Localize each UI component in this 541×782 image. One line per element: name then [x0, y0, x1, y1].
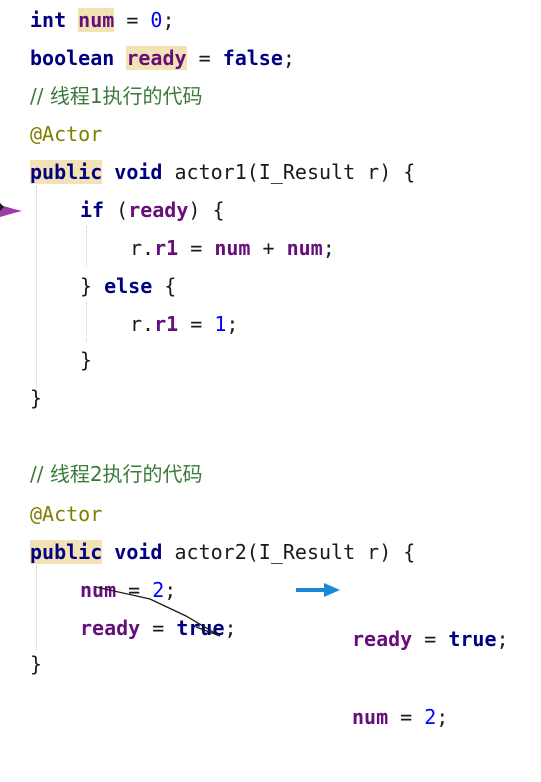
number-literal: 2: [152, 578, 165, 602]
method-signature: public void actor1(I_Result r) {: [30, 158, 415, 186]
code-comment: // 线程1执行的代码: [30, 82, 203, 110]
annotation: @Actor: [30, 120, 102, 148]
brace: }: [80, 348, 93, 372]
comment-text: // 线程1执行的代码: [30, 84, 203, 108]
annotation-text: @Actor: [30, 122, 103, 146]
keyword: if: [80, 198, 105, 222]
keyword: else: [104, 274, 153, 298]
number-literal: 1: [214, 312, 227, 336]
indent-guide: [36, 566, 37, 650]
keyword: boolean: [30, 46, 115, 70]
receiver: r.: [130, 312, 155, 336]
operator: =: [388, 705, 425, 729]
field-name: r1: [154, 236, 179, 260]
keyword: void: [114, 540, 163, 564]
keyword: public: [30, 160, 103, 184]
right-arrow-icon: [0, 203, 22, 217]
code-editor: int num = 0; boolean ready = false; // 线…: [0, 6, 509, 729]
semicolon: ;: [224, 616, 237, 640]
note-line: num = 2;: [352, 704, 509, 730]
number-literal: 0: [150, 8, 163, 32]
keyword: public: [30, 540, 103, 564]
operator: =: [116, 578, 153, 602]
signature-text: actor2(I_Result r) {: [174, 540, 416, 564]
code-comment: // 线程2执行的代码: [30, 460, 203, 488]
code-line-1: int num = 0;: [30, 6, 175, 34]
semicolon: ;: [282, 46, 295, 70]
indent-guide: [86, 302, 87, 342]
code-line-brace: }: [80, 346, 92, 374]
number-literal: 2: [424, 705, 437, 729]
field-name: ready: [80, 616, 141, 640]
operator: =: [186, 46, 223, 70]
keyword: int: [30, 8, 67, 32]
comment-text: // 线程2执行的代码: [30, 462, 203, 486]
code-line-if: if (ready) {: [80, 196, 225, 224]
code-line-assign: num = 2;: [80, 576, 176, 604]
indent-guide: [86, 226, 87, 266]
semicolon: ;: [226, 312, 239, 336]
code-line-assign: r.r1 = 1;: [130, 310, 238, 338]
note-line: ready = true;: [352, 626, 509, 652]
operator: =: [114, 8, 151, 32]
receiver: r.: [130, 236, 155, 260]
keyword: false: [222, 46, 283, 70]
semicolon: ;: [322, 236, 335, 260]
brace: }: [30, 652, 43, 676]
keyword: true: [176, 616, 225, 640]
operator: +: [250, 236, 287, 260]
semicolon: ;: [164, 578, 177, 602]
keyword: true: [448, 627, 497, 651]
keyword: void: [114, 160, 163, 184]
field-name: num: [78, 8, 115, 32]
signature-text: actor1(I_Result r) {: [174, 160, 416, 184]
field-name: num: [214, 236, 251, 260]
code-line-assign: ready = true;: [80, 614, 237, 642]
annotation: @Actor: [30, 500, 102, 528]
field-name: ready: [128, 198, 189, 222]
reordered-note: ready = true; num = 2;: [352, 574, 509, 782]
method-signature: public void actor2(I_Result r) {: [30, 538, 415, 566]
brace: {: [152, 274, 177, 298]
operator: =: [178, 236, 215, 260]
paren-open: (: [104, 198, 129, 222]
code-line-2: boolean ready = false;: [30, 44, 295, 72]
operator: =: [412, 627, 449, 651]
field-name: ready: [352, 627, 413, 651]
field-name: r1: [154, 312, 179, 336]
code-line-else: } else {: [80, 272, 176, 300]
semicolon: ;: [162, 8, 175, 32]
field-name: num: [286, 236, 323, 260]
code-line-brace: }: [30, 650, 42, 678]
brace: }: [80, 274, 105, 298]
paren-close: ) {: [188, 198, 225, 222]
field-name: ready: [126, 46, 187, 70]
semicolon: ;: [436, 705, 449, 729]
field-name: num: [80, 578, 117, 602]
annotation-text: @Actor: [30, 502, 103, 526]
brace: }: [30, 386, 43, 410]
semicolon: ;: [496, 627, 509, 651]
operator: =: [140, 616, 177, 640]
right-arrow-icon: [296, 583, 340, 597]
code-line-assign: r.r1 = num + num;: [130, 234, 335, 262]
field-name: num: [352, 705, 389, 729]
indent-guide: [36, 186, 37, 396]
code-line-brace: }: [30, 384, 42, 412]
operator: =: [178, 312, 215, 336]
